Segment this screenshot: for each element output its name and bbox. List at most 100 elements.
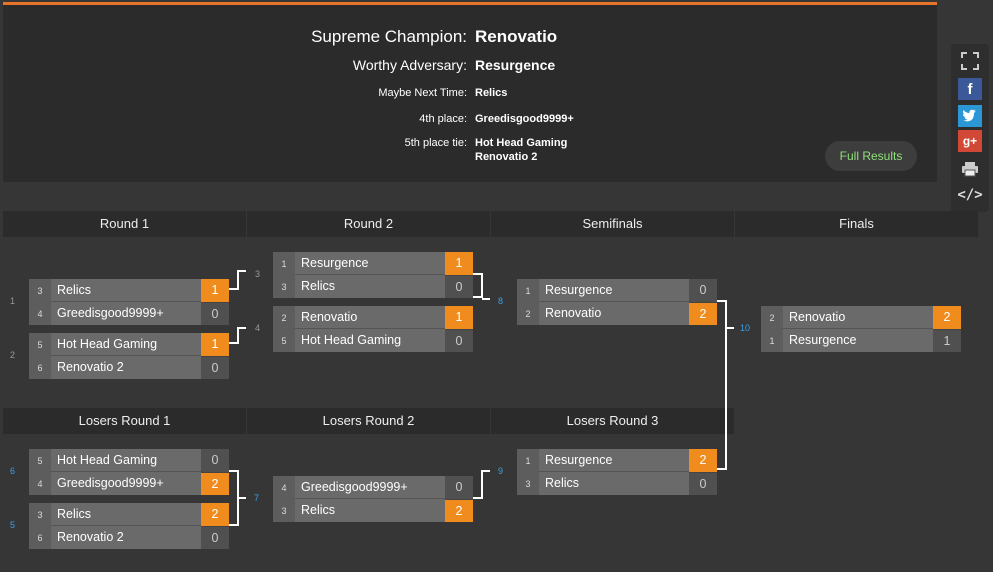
header-losers-round-3: Losers Round 3	[491, 408, 734, 434]
team-name[interactable]: Relics	[51, 279, 201, 302]
team-score: 1	[445, 306, 473, 329]
team-name[interactable]: Resurgence	[539, 449, 689, 472]
team-score: 0	[445, 275, 473, 298]
header-losers-round-1: Losers Round 1	[3, 408, 246, 434]
team-score: 2	[689, 302, 717, 325]
champion-label: Supreme Champion:	[311, 27, 467, 46]
team-name[interactable]: Relics	[295, 275, 445, 298]
team-name[interactable]: Hot Head Gaming	[51, 449, 201, 472]
team-name[interactable]: Resurgence	[295, 252, 445, 275]
fifth-place-value-2: Renovatio 2	[475, 151, 538, 163]
full-results-button[interactable]: Full Results	[825, 141, 917, 171]
match-number: 2	[10, 350, 16, 360]
team-name[interactable]: Renovatio 2	[51, 526, 201, 549]
team-name[interactable]: Renovatio 2	[51, 356, 201, 379]
header-finals: Finals	[735, 211, 978, 237]
facebook-icon[interactable]: f	[958, 78, 982, 100]
match-number[interactable]: 9	[498, 466, 504, 476]
team-seed: 4	[29, 472, 51, 495]
team-score: 0	[445, 476, 473, 499]
team-name[interactable]: Greedisgood9999+	[51, 302, 201, 325]
team-score: 0	[201, 302, 229, 325]
team-name[interactable]: Renovatio	[295, 306, 445, 329]
match-number: 4	[255, 323, 261, 333]
team-name[interactable]: Renovatio	[783, 306, 933, 329]
match-number[interactable]: 8	[498, 296, 504, 306]
match-number[interactable]: 6	[10, 466, 16, 476]
team-score: 0	[689, 279, 717, 302]
third-place-label: Maybe Next Time:	[378, 87, 467, 99]
team-seed: 1	[273, 252, 295, 275]
team-score: 1	[933, 329, 961, 352]
team-seed: 1	[517, 279, 539, 302]
match-number: 1	[10, 296, 16, 306]
team-score: 2	[445, 499, 473, 522]
match-number[interactable]: 7	[254, 493, 260, 503]
team-name[interactable]: Resurgence	[539, 279, 689, 302]
team-seed: 1	[517, 449, 539, 472]
team-name[interactable]: Greedisgood9999+	[295, 476, 445, 499]
team-seed: 3	[273, 499, 295, 522]
team-seed: 2	[273, 306, 295, 329]
embed-icon[interactable]: </>	[957, 187, 983, 203]
team-seed: 5	[29, 449, 51, 472]
share-bar: f g+ </>	[951, 44, 989, 212]
team-score: 2	[201, 503, 229, 526]
champion-value: Renovatio	[475, 27, 558, 46]
fourth-place-label: 4th place:	[419, 113, 467, 125]
team-seed: 4	[29, 302, 51, 325]
team-name[interactable]: Relics	[295, 499, 445, 522]
twitter-icon[interactable]	[958, 105, 982, 127]
fullscreen-icon[interactable]	[958, 50, 982, 72]
team-name[interactable]: Relics	[51, 503, 201, 526]
team-seed: 2	[761, 306, 783, 329]
match-number[interactable]: 10	[740, 323, 751, 333]
team-name[interactable]: Greedisgood9999+	[51, 472, 201, 495]
team-name[interactable]: Hot Head Gaming	[295, 329, 445, 352]
team-seed: 1	[761, 329, 783, 352]
googleplus-icon[interactable]: g+	[958, 130, 982, 152]
team-seed: 4	[273, 476, 295, 499]
team-name[interactable]: Renovatio	[539, 302, 689, 325]
team-name[interactable]: Relics	[539, 472, 689, 495]
team-name[interactable]: Hot Head Gaming	[51, 333, 201, 356]
team-seed: 2	[517, 302, 539, 325]
team-score: 0	[201, 526, 229, 549]
team-score: 1	[201, 279, 229, 302]
print-icon[interactable]	[958, 158, 982, 180]
match-number[interactable]: 5	[10, 520, 16, 530]
team-name[interactable]: Resurgence	[783, 329, 933, 352]
team-seed: 6	[29, 356, 51, 379]
header-semifinals: Semifinals	[491, 211, 734, 237]
